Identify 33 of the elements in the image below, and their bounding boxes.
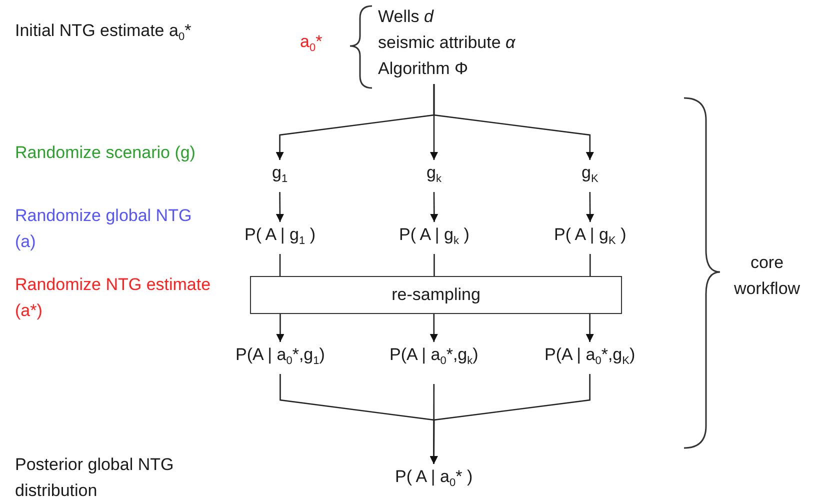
arrow	[276, 314, 284, 342]
formula-text: P( A | g$_{K}$ )	[554, 224, 626, 249]
arrow	[430, 314, 438, 342]
arrow	[276, 192, 284, 222]
step-label: Randomize NTG estimate (a*)	[15, 274, 212, 322]
step-label: Posterior global NTG distribution	[15, 454, 175, 502]
connector-line	[589, 254, 591, 276]
arrow	[586, 192, 594, 222]
formula-text: g$_{K}$	[582, 162, 598, 187]
input-item: Wells d	[378, 6, 435, 28]
process-box	[250, 276, 622, 314]
formula-text: g$_{k}$	[426, 162, 442, 187]
formula-text: P(A | a$_{0}$*,g$_{1}$)	[236, 344, 325, 369]
formula-text: P( A | g$_{k}$ )	[399, 224, 470, 249]
arrow	[586, 314, 594, 342]
step-label: Randomize global NTG (a)	[15, 205, 193, 253]
step-label: core workflow	[732, 252, 802, 300]
input-item: Algorithm Φ	[378, 58, 470, 80]
input-item: seismic attribute α	[378, 32, 516, 54]
formula-text: P(A | a$_{0}$*,g$_{k}$)	[390, 344, 478, 369]
formula-text: P(A | a$_{0}$*,g$_{K}$)	[544, 344, 636, 369]
formula-text: P( A | g$_{1}$ )	[244, 224, 316, 249]
arrow	[430, 192, 438, 222]
connector-line	[434, 254, 435, 276]
formula-text: P( A | a$_{0}$* )	[395, 466, 473, 491]
step-label: Initial NTG estimate a$_{0}$*	[15, 20, 192, 45]
step-label: Randomize scenario (g)	[15, 142, 196, 164]
arrow	[433, 84, 594, 160]
symbol-label: a$_{0}$*	[300, 32, 322, 54]
formula-text: g$_{1}$	[272, 162, 288, 187]
arrow	[430, 374, 590, 464]
box-label: re-sampling	[392, 284, 480, 306]
connector-line	[279, 254, 281, 276]
